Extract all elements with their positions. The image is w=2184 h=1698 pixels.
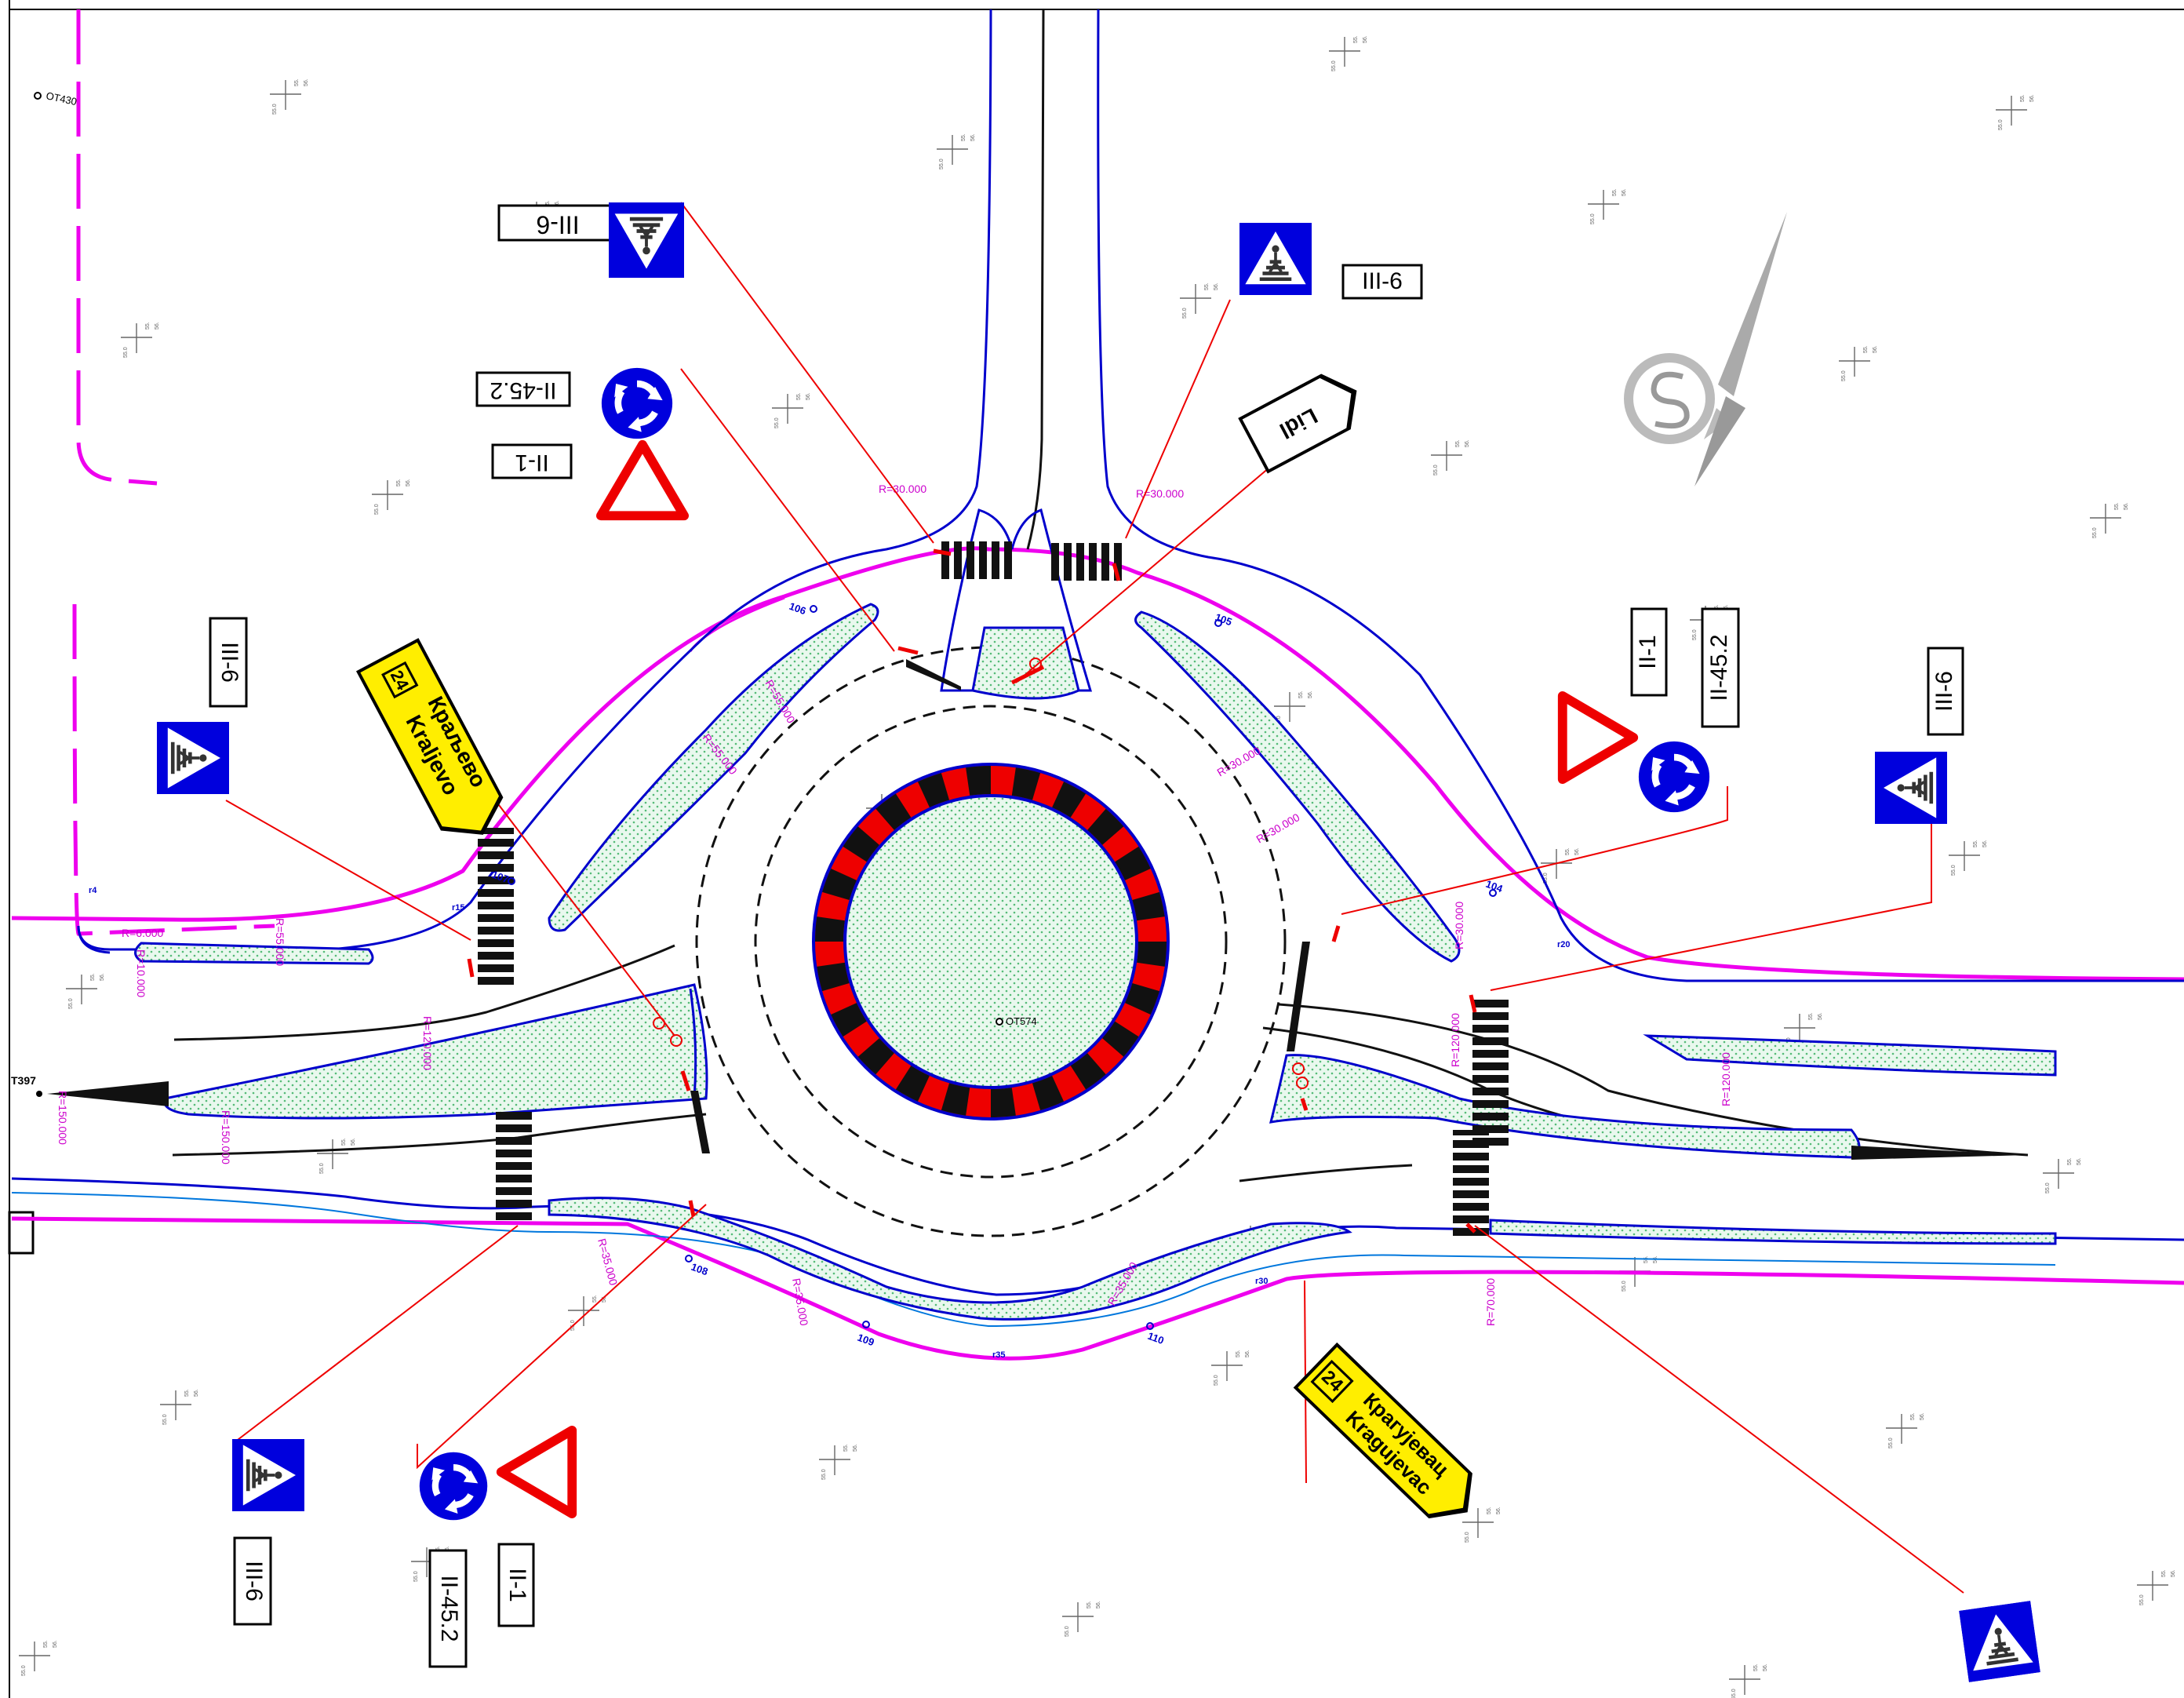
svg-text:R=150.000: R=150.000 xyxy=(56,1091,69,1145)
sign-post-markers xyxy=(467,548,1477,1233)
station-numbers: 106 105 107 104 108 109 110 r15 r20 r30 … xyxy=(89,600,1571,1360)
kragujevac-guide-sign: 24 Крагујевац Kragujevac xyxy=(1293,1342,1472,1519)
svg-text:R=6.000: R=6.000 xyxy=(122,927,164,939)
apron-segment xyxy=(817,962,850,992)
kraljevo-guide-sign: Краљево Kraljevo 24 xyxy=(355,638,504,835)
drawing-frame xyxy=(8,0,2184,1698)
svg-text:108: 108 xyxy=(690,1261,710,1278)
svg-text:R=35.000: R=35.000 xyxy=(595,1237,620,1287)
sign-code-ii1-a: II-1 xyxy=(515,450,548,476)
apron-segment xyxy=(843,826,879,862)
svg-text:R=30.000: R=30.000 xyxy=(1254,811,1302,846)
svg-text:106: 106 xyxy=(788,600,808,618)
svg-text:104: 104 xyxy=(1484,878,1505,895)
pedestrian-crossing-sign-icon xyxy=(157,722,229,794)
apron-segment xyxy=(1052,782,1087,818)
yield-sign-icon xyxy=(501,1430,572,1514)
sign-group-bottom-left-roundabout: II-45.2 II-1 xyxy=(419,1430,572,1668)
svg-text:r4: r4 xyxy=(89,886,97,895)
sign-leader-lines xyxy=(225,202,1964,1594)
survey-point-ot430: OT430 xyxy=(45,89,78,107)
yield-sign-icon xyxy=(1563,696,1633,779)
apron-segment xyxy=(941,1083,970,1116)
sign-group-right-ped: III-6 xyxy=(1875,647,1964,824)
apron-segment xyxy=(1102,1021,1139,1057)
svg-text:R=70.000: R=70.000 xyxy=(1484,1278,1497,1326)
svg-text:r30: r30 xyxy=(1255,1277,1269,1286)
pedestrian-crossing-sign-icon xyxy=(232,1439,304,1511)
sign-group-bottom-left-ped: III-6 xyxy=(232,1439,304,1626)
sign-code-iii6-b: III-6 xyxy=(1362,268,1403,294)
sign-code-ii452-c: II-45.2 xyxy=(436,1575,462,1642)
pedestrian-crossing-sign-icon xyxy=(1239,223,1312,295)
apron-segment xyxy=(1137,942,1167,967)
apron-segment xyxy=(822,868,857,901)
apron-segment xyxy=(991,1088,1016,1117)
apron-segment xyxy=(831,1003,867,1037)
svg-text:R=120.000: R=120.000 xyxy=(421,1016,434,1070)
sign-group-bottom-right-ped xyxy=(1959,1601,2040,1682)
sign-code-ii1-b: II-1 xyxy=(1635,635,1661,669)
svg-text:110: 110 xyxy=(1146,1330,1166,1346)
apron-segment xyxy=(1125,982,1159,1015)
apron-segment xyxy=(1032,1076,1065,1110)
pedestrian-crossing-sign-icon xyxy=(609,202,684,278)
apron-segment xyxy=(1070,1053,1106,1090)
svg-text:r35: r35 xyxy=(992,1350,1006,1360)
sign-code-iii6-d: III-6 xyxy=(1931,671,1957,712)
sign-code-iii6-a: III-6 xyxy=(536,211,579,239)
roundabout-sign-icon xyxy=(419,1452,488,1521)
roundabout-sign-icon xyxy=(1638,741,1710,813)
traffic-islands xyxy=(134,508,2057,1321)
sign-group-top-left-ped: III-6 xyxy=(497,202,684,278)
sign-code-iii6-e: III-6 xyxy=(241,1561,267,1601)
sign-code-iii6-c: III-6 xyxy=(217,642,242,683)
sign-code-ii452-a: II-45.2 xyxy=(490,377,556,403)
svg-text:R=120.000: R=120.000 xyxy=(1720,1052,1732,1106)
svg-text:r20: r20 xyxy=(1557,940,1571,949)
survey-point-t397: T397 xyxy=(11,1074,36,1087)
svg-text:R=120.000: R=120.000 xyxy=(1449,1013,1461,1067)
svg-text:109: 109 xyxy=(856,1332,876,1349)
apron-segment xyxy=(1087,808,1124,845)
survey-point-center: OT574 xyxy=(1006,1015,1037,1027)
sign-group-right-roundabout: II-1 II-45.2 xyxy=(1563,607,1740,813)
svg-text:R=150.000: R=150.000 xyxy=(220,1110,232,1164)
apron-segment xyxy=(917,773,950,807)
apron-segment xyxy=(1132,891,1165,921)
north-arrow xyxy=(1624,212,1787,486)
sign-group-top-right-ped: III-6 xyxy=(1239,223,1423,300)
svg-text:R=10.000: R=10.000 xyxy=(135,949,147,997)
central-island xyxy=(812,763,1170,1120)
svg-text:105: 105 xyxy=(1214,611,1234,629)
apron-segment xyxy=(895,1066,930,1102)
survey-points: OT430 T397 OT574 xyxy=(11,89,1037,1097)
circulatory-ring xyxy=(695,646,1287,1237)
apron-segment xyxy=(966,766,991,796)
svg-text:R=30.000: R=30.000 xyxy=(1136,487,1184,500)
apron-segment xyxy=(1115,846,1151,880)
sign-group-left-ped: III-6 xyxy=(157,617,248,794)
sign-code-ii452-b: II-45.2 xyxy=(1706,634,1732,701)
radius-annotations: R=30.000 R=30.000 R=55.000 R=55.000 R=30… xyxy=(56,483,1732,1327)
lidl-direction-sign: Lidl xyxy=(1238,373,1357,474)
apron-segment xyxy=(815,916,845,942)
sign-group-top-left-roundabout: II-45.2 II-1 xyxy=(475,367,684,516)
pedestrian-crossings xyxy=(478,541,1509,1236)
taper-hatching xyxy=(47,659,2028,1160)
pedestrian-crossing-sign-icon xyxy=(1875,752,1947,824)
apron-segment xyxy=(875,793,912,830)
svg-text:R=55.000: R=55.000 xyxy=(274,918,286,966)
svg-text:R=30.000: R=30.000 xyxy=(879,483,926,495)
sign-code-ii1-c: II-1 xyxy=(504,1568,530,1601)
svg-text:r15: r15 xyxy=(452,903,465,913)
yield-sign-icon xyxy=(601,445,684,516)
apron-segment xyxy=(1011,767,1041,800)
roundabout-sign-icon xyxy=(601,367,673,439)
svg-text:107: 107 xyxy=(490,869,511,886)
apron-segment xyxy=(857,1038,894,1075)
svg-text:R=30.000: R=30.000 xyxy=(1453,902,1465,949)
pedestrian-crossing-sign-icon xyxy=(1959,1601,2040,1682)
